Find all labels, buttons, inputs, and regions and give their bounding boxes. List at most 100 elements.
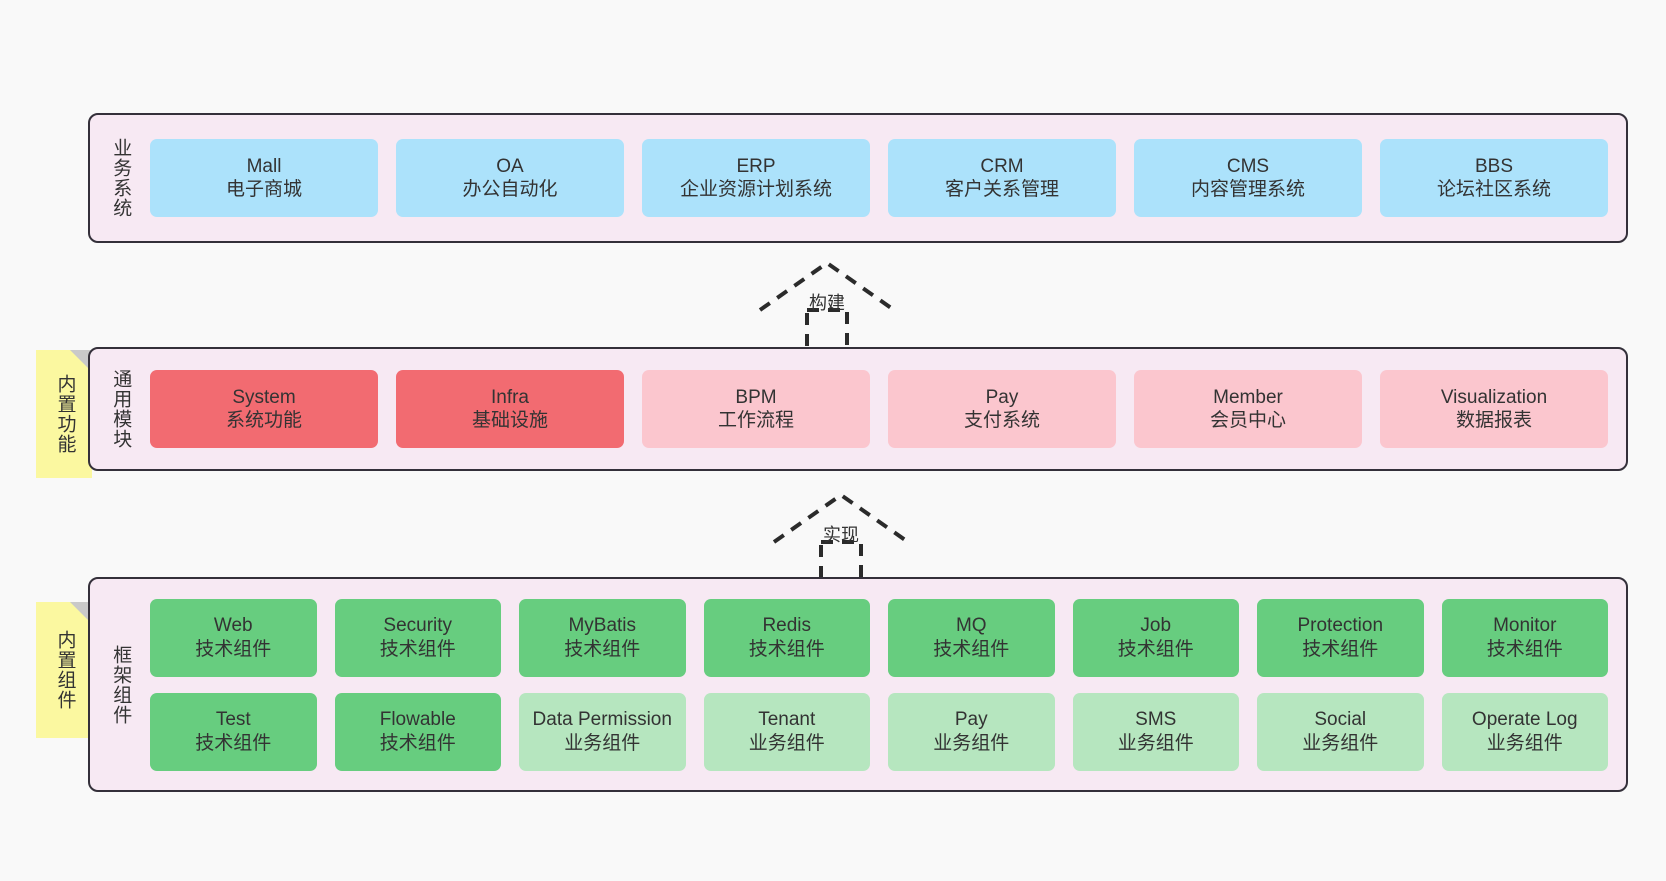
- node-monitor[interactable]: Monitor 技术组件: [1441, 598, 1608, 677]
- node-subtitle: 企业资源计划系统: [679, 179, 832, 200]
- node-title: CMS: [1226, 155, 1270, 177]
- node-subtitle: 办公自动化: [462, 179, 558, 200]
- node-subtitle: 技术组件: [379, 732, 456, 754]
- layer-title-framework-components: 框架组件: [110, 644, 132, 725]
- node-member[interactable]: Member 会员中心: [1134, 370, 1362, 448]
- node-oa[interactable]: OA 办公自动化: [396, 139, 624, 217]
- node-tenant[interactable]: Tenant 业务组件: [703, 692, 870, 771]
- layer-row: System 系统功能 Infra 基础设施 BPM 工作流程 Pay 支付系统…: [150, 370, 1608, 448]
- node-subtitle: 技术组件: [564, 638, 641, 660]
- node-subtitle: 业务组件: [564, 732, 641, 754]
- node-title: Web: [213, 615, 253, 637]
- node-title: Mall: [246, 155, 282, 177]
- sticky-note-label: 内置组件: [54, 630, 76, 710]
- node-pay-component[interactable]: Pay 业务组件: [888, 692, 1055, 771]
- node-subtitle: 技术组件: [379, 638, 456, 660]
- node-flowable[interactable]: Flowable 技术组件: [334, 692, 501, 771]
- node-title: Pay: [954, 709, 988, 731]
- node-web[interactable]: Web 技术组件: [150, 598, 317, 677]
- node-title: Job: [1140, 615, 1172, 637]
- layer-title-common-modules: 通用模块: [110, 369, 132, 449]
- node-test[interactable]: Test 技术组件: [150, 692, 317, 771]
- node-title: BBS: [1474, 155, 1514, 177]
- node-title: OA: [496, 155, 524, 177]
- node-subtitle: 会员中心: [1209, 410, 1286, 431]
- node-subtitle: 业务组件: [1302, 732, 1379, 754]
- node-title: Member: [1213, 386, 1283, 408]
- node-title: BPM: [735, 386, 777, 408]
- node-bbs[interactable]: BBS 论坛社区系统: [1380, 139, 1608, 217]
- node-title: Data Permission: [532, 709, 672, 731]
- node-title: Protection: [1297, 615, 1384, 637]
- node-subtitle: 数据报表: [1455, 410, 1532, 431]
- layer-body-common-modules: System 系统功能 Infra 基础设施 BPM 工作流程 Pay 支付系统…: [142, 349, 1626, 469]
- node-subtitle: 客户关系管理: [944, 179, 1059, 200]
- connector-build: 构建: [752, 255, 902, 355]
- node-subtitle: 技术组件: [1302, 638, 1379, 660]
- generalization-shaft: [819, 540, 863, 585]
- node-mall[interactable]: Mall 电子商城: [150, 139, 378, 217]
- node-subtitle: 业务组件: [1117, 732, 1194, 754]
- node-redis[interactable]: Redis 技术组件: [703, 598, 870, 677]
- node-infra[interactable]: Infra 基础设施: [396, 370, 624, 448]
- node-subtitle: 技术组件: [1117, 638, 1194, 660]
- node-operate-log[interactable]: Operate Log 业务组件: [1441, 692, 1608, 771]
- note-fold-corner-icon: [70, 350, 92, 372]
- node-subtitle: 技术组件: [933, 638, 1010, 660]
- layer-row: Mall 电子商城 OA 办公自动化 ERP 企业资源计划系统 CRM 客户关系…: [150, 139, 1608, 217]
- node-title: ERP: [736, 155, 776, 177]
- node-subtitle: 内容管理系统: [1190, 179, 1305, 200]
- layer-body-business-system: Mall 电子商城 OA 办公自动化 ERP 企业资源计划系统 CRM 客户关系…: [142, 115, 1626, 241]
- node-title: MQ: [955, 615, 987, 637]
- node-erp[interactable]: ERP 企业资源计划系统: [642, 139, 870, 217]
- node-data-permission[interactable]: Data Permission 业务组件: [519, 692, 686, 771]
- node-subtitle: 支付系统: [963, 410, 1040, 431]
- node-subtitle: 系统功能: [225, 410, 302, 431]
- node-title: Visualization: [1440, 386, 1548, 408]
- node-system[interactable]: System 系统功能: [150, 370, 378, 448]
- node-subtitle: 业务组件: [1486, 732, 1563, 754]
- node-title: CRM: [980, 155, 1024, 177]
- layer-row: Test 技术组件 Flowable 技术组件 Data Permission …: [150, 692, 1608, 771]
- node-subtitle: 论坛社区系统: [1436, 179, 1551, 200]
- node-security[interactable]: Security 技术组件: [334, 598, 501, 677]
- node-subtitle: 技术组件: [195, 732, 272, 754]
- node-protection[interactable]: Protection 技术组件: [1257, 598, 1424, 677]
- sticky-note-built-in-components: 内置组件: [36, 602, 92, 738]
- node-subtitle: 技术组件: [748, 638, 825, 660]
- node-visualization[interactable]: Visualization 数据报表: [1380, 370, 1608, 448]
- sticky-note-built-in-features: 内置功能: [36, 350, 92, 478]
- node-title: Tenant: [758, 709, 816, 731]
- node-title: Test: [215, 709, 251, 731]
- generalization-shaft: [805, 308, 849, 353]
- node-title: SMS: [1135, 709, 1177, 731]
- node-subtitle: 工作流程: [717, 410, 794, 431]
- layer-business-system: 业务系统 Mall 电子商城 OA 办公自动化 ERP 企业资源计划系统 CRM: [88, 113, 1628, 243]
- sticky-note-label: 内置功能: [54, 374, 76, 454]
- node-title: Flowable: [379, 709, 456, 731]
- node-mybatis[interactable]: MyBatis 技术组件: [519, 598, 686, 677]
- node-title: Redis: [762, 615, 812, 637]
- node-title: MyBatis: [568, 615, 637, 637]
- node-social[interactable]: Social 业务组件: [1257, 692, 1424, 771]
- node-sms[interactable]: SMS 业务组件: [1072, 692, 1239, 771]
- connector-implement: 实现: [766, 487, 916, 587]
- node-title: Operate Log: [1471, 709, 1578, 731]
- node-subtitle: 技术组件: [195, 638, 272, 660]
- node-crm[interactable]: CRM 客户关系管理: [888, 139, 1116, 217]
- node-subtitle: 基础设施: [471, 410, 548, 431]
- node-bpm[interactable]: BPM 工作流程: [642, 370, 870, 448]
- node-job[interactable]: Job 技术组件: [1072, 598, 1239, 677]
- node-mq[interactable]: MQ 技术组件: [888, 598, 1055, 677]
- node-pay[interactable]: Pay 支付系统: [888, 370, 1116, 448]
- node-cms[interactable]: CMS 内容管理系统: [1134, 139, 1362, 217]
- node-subtitle: 电子商城: [225, 179, 302, 200]
- layer-body-framework-components: Web 技术组件 Security 技术组件 MyBatis 技术组件 Redi…: [142, 579, 1626, 790]
- node-title: System: [232, 386, 296, 408]
- layer-framework-components: 框架组件 Web 技术组件 Security 技术组件 MyBatis 技术组件…: [88, 577, 1628, 792]
- node-title: Social: [1314, 709, 1367, 731]
- node-title: Pay: [985, 386, 1019, 408]
- layer-row: Web 技术组件 Security 技术组件 MyBatis 技术组件 Redi…: [150, 598, 1608, 677]
- layer-common-modules: 通用模块 System 系统功能 Infra 基础设施 BPM 工作流程 Pay: [88, 347, 1628, 471]
